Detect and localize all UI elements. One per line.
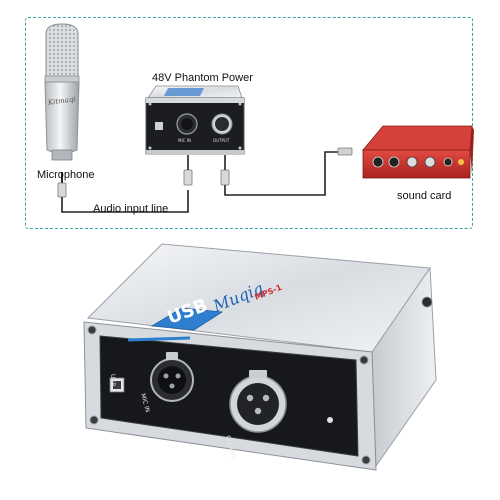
phantom-power-box-large — [83, 243, 437, 471]
sound-card-image — [362, 125, 474, 179]
sound-card-label: sound card — [397, 190, 452, 202]
small-box-mic-in-text: MIC IN — [178, 138, 191, 143]
svg-text:Kitmaqi: Kitmaqi — [46, 95, 76, 107]
phantom-power-box-small — [145, 85, 245, 155]
port-mic-in-text: MIC IN — [139, 393, 151, 413]
connection-diagram-frame — [25, 17, 473, 229]
audio-input-line-label: Audio input line — [93, 203, 169, 215]
port-usb-text: USB — [109, 374, 116, 386]
phantom-power-label: 48V Phantom Power — [152, 72, 253, 84]
microphone-label: Microphone — [37, 169, 95, 181]
microphone-image: Kitmaqi — [44, 23, 80, 161]
small-box-output-text: OUTPUT — [213, 138, 230, 143]
